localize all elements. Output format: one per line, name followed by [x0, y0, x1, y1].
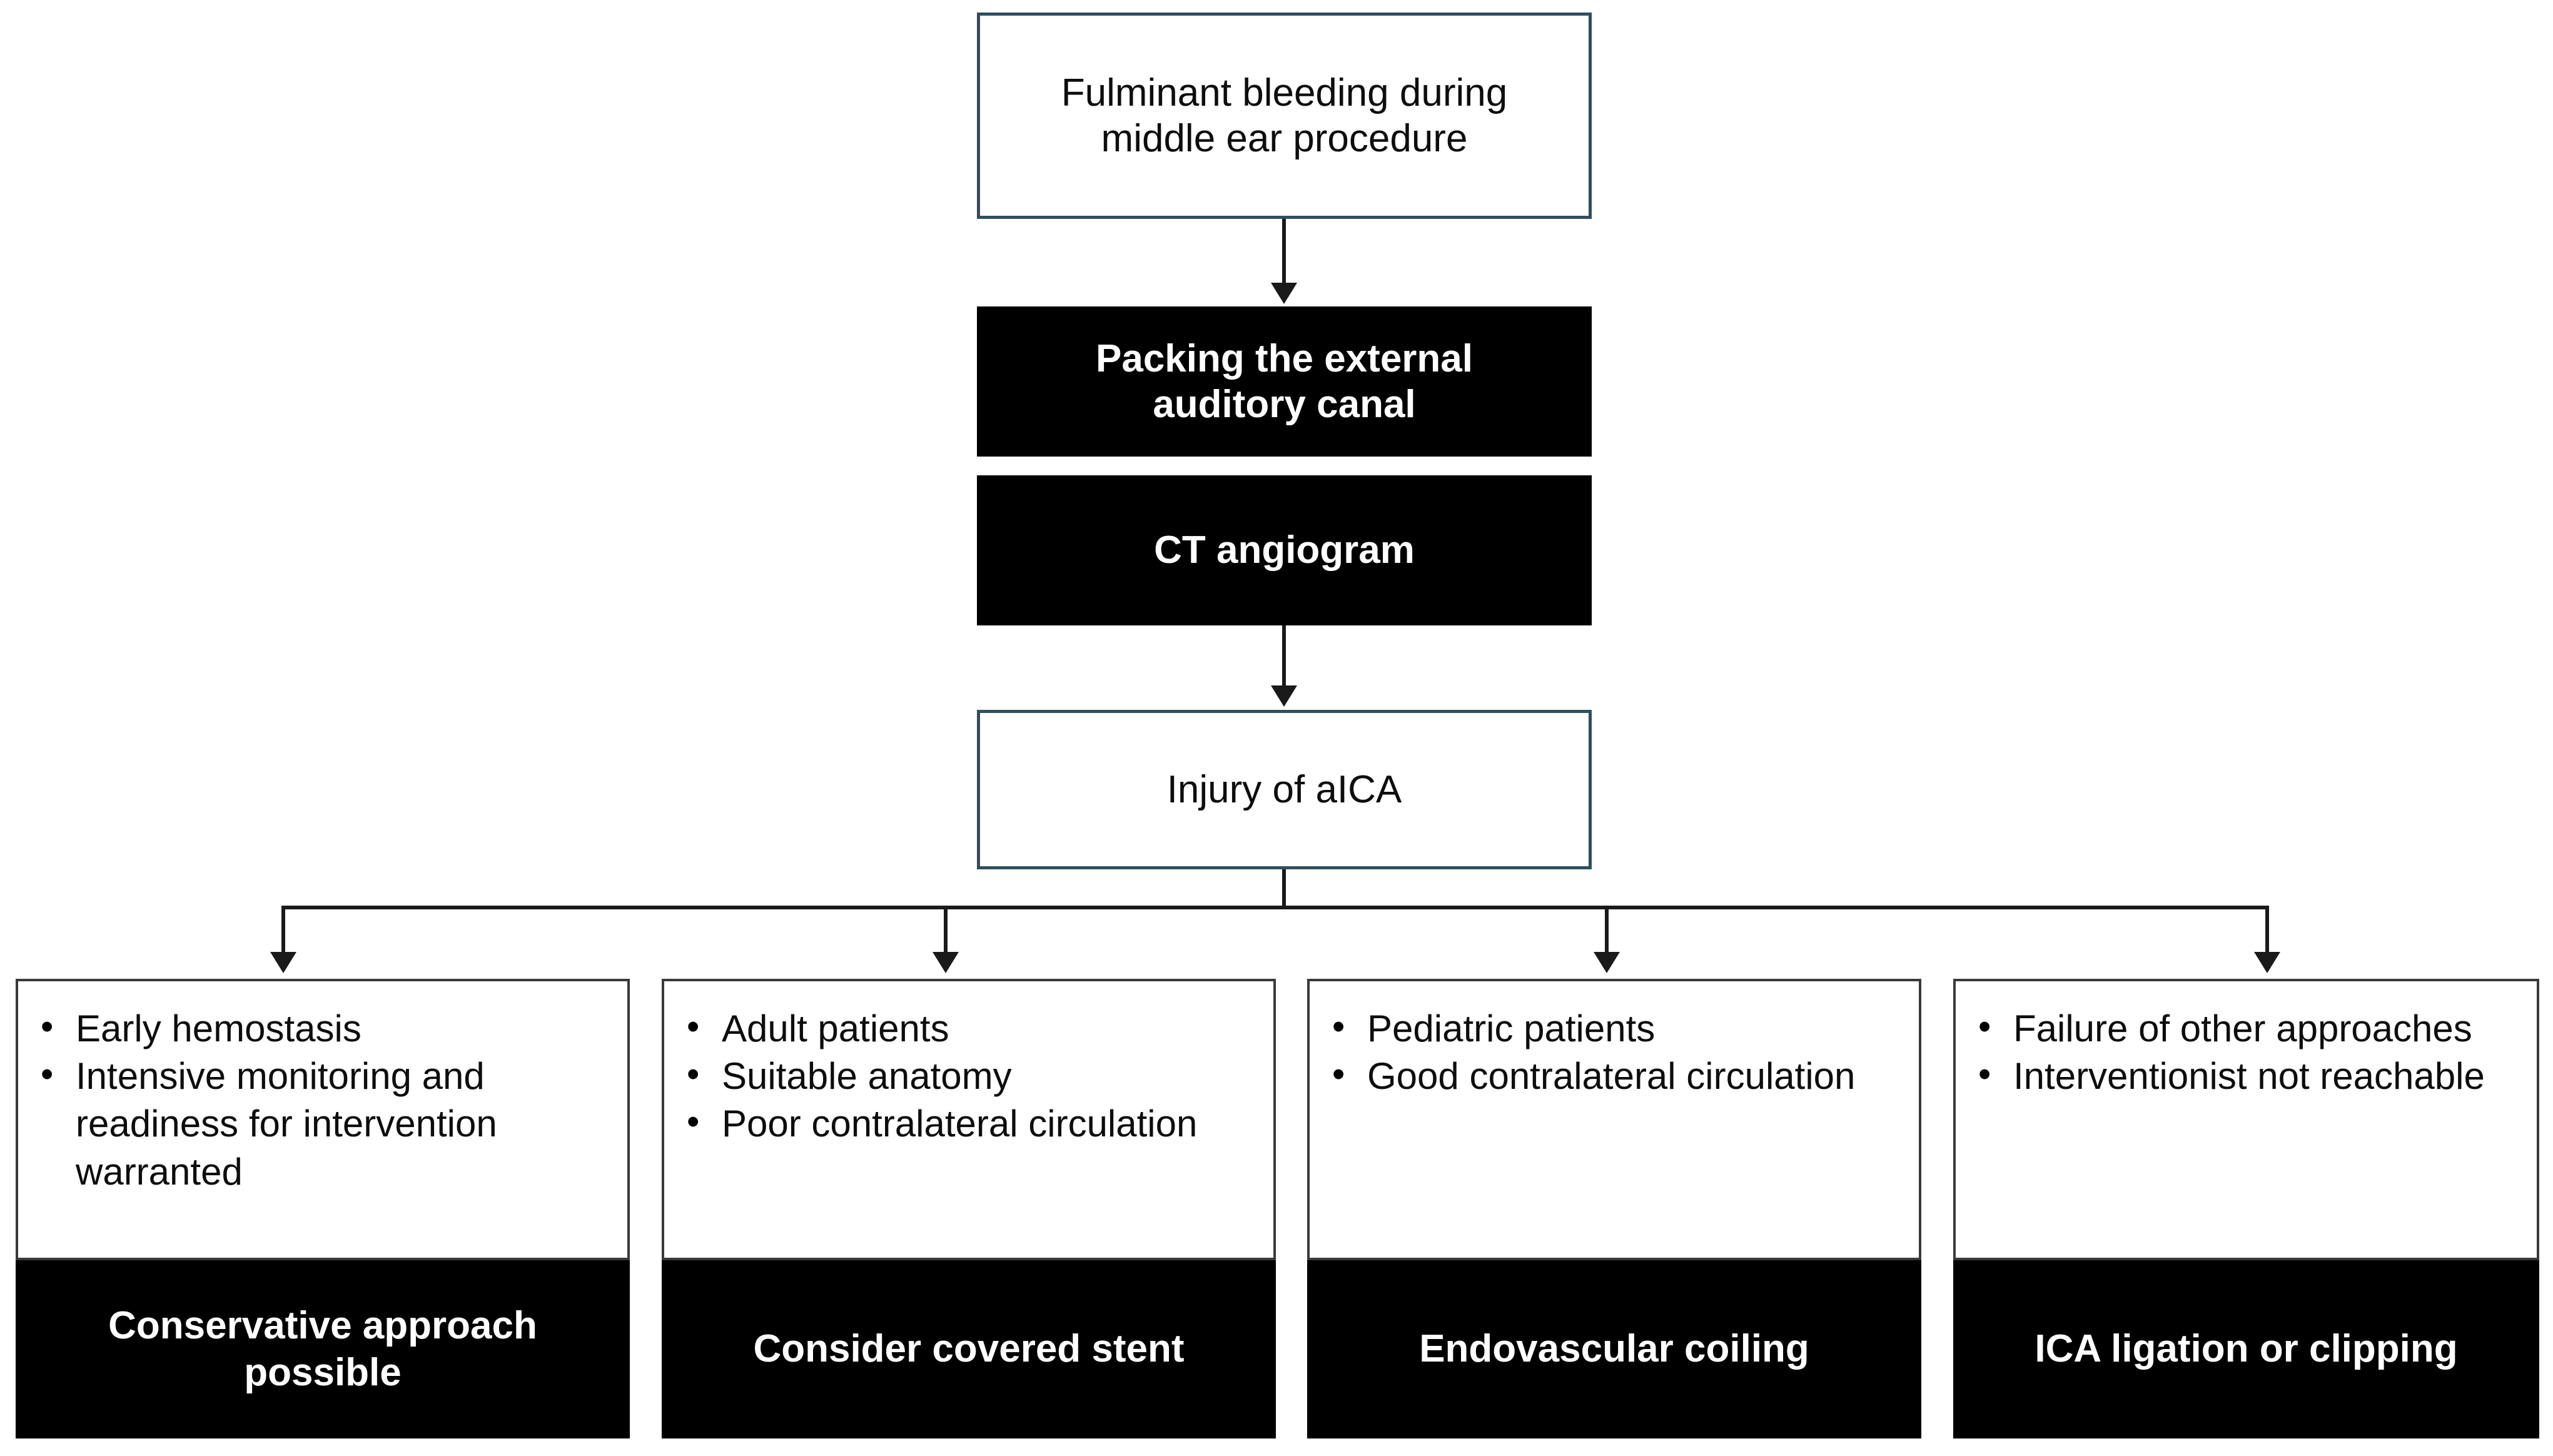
node-ct-angiogram: CT angiogram	[977, 475, 1592, 625]
node-fulminant-bleeding-label: Fulminant bleeding during middle ear pro…	[1061, 71, 1508, 160]
outcome-label: Endovascular coiling	[1419, 1327, 1809, 1371]
outcome-panel-4: ICA ligation or clipping	[1953, 1260, 2539, 1438]
node-packing-label: Packing the external auditory canal	[1095, 336, 1474, 426]
criteria-panel-1: Early hemostasis Intensive monitoring an…	[16, 979, 630, 1260]
criteria-item: Failure of other approaches	[1964, 1004, 2520, 1053]
outcome-label: ICA ligation or clipping	[2035, 1327, 2458, 1371]
outcome-panel-3: Endovascular coiling	[1307, 1260, 1921, 1438]
outcome-label: Consider covered stent	[753, 1327, 1185, 1371]
criteria-item: Pediatric patients	[1318, 1004, 1903, 1053]
connector-injury-stem	[1282, 869, 1286, 908]
criteria-panel-4: Failure of other approaches Intervention…	[1953, 979, 2539, 1260]
criteria-item: Good contralateral circulation	[1318, 1051, 1903, 1100]
criteria-item: Interventionist not reachable	[1964, 1051, 2520, 1100]
criteria-item: Adult patients	[673, 1004, 1257, 1053]
criteria-list-4: Failure of other approaches Intervention…	[1964, 1004, 2520, 1100]
node-ct-angiogram-label: CT angiogram	[1154, 528, 1415, 572]
connector-branch-bus	[281, 906, 2269, 909]
connector-title-to-packing	[1282, 219, 1286, 285]
arrowhead-ct-to-injury	[1271, 685, 1297, 707]
connector-branch-2	[944, 906, 948, 954]
criteria-panel-2: Adult patients Suitable anatomy Poor con…	[662, 979, 1276, 1260]
connector-branch-1	[281, 906, 285, 954]
outcome-panel-2: Consider covered stent	[662, 1260, 1276, 1438]
node-fulminant-bleeding: Fulminant bleeding during middle ear pro…	[977, 13, 1592, 219]
arrowhead-branch-4	[2254, 952, 2280, 973]
criteria-item: Poor contralateral circulation	[673, 1099, 1257, 1148]
criteria-list-2: Adult patients Suitable anatomy Poor con…	[673, 1004, 1257, 1148]
outcome-label: Conservative approach possible	[108, 1304, 537, 1394]
connector-ct-to-injury	[1282, 625, 1286, 688]
outcome-panel-1: Conservative approach possible	[16, 1260, 630, 1438]
connector-branch-4	[2265, 906, 2269, 954]
criteria-item: Intensive monitoring and readiness for i…	[27, 1051, 611, 1196]
arrowhead-branch-2	[933, 952, 959, 973]
node-injury-of-aica: Injury of aICA	[977, 710, 1592, 869]
criteria-list-1: Early hemostasis Intensive monitoring an…	[27, 1004, 611, 1196]
arrowhead-branch-1	[270, 952, 296, 973]
arrowhead-title-to-packing	[1271, 283, 1297, 304]
criteria-item: Early hemostasis	[27, 1004, 611, 1053]
node-packing-external-auditory-canal: Packing the external auditory canal	[977, 306, 1592, 457]
criteria-panel-3: Pediatric patients Good contralateral ci…	[1307, 979, 1921, 1260]
criteria-item: Suitable anatomy	[673, 1051, 1257, 1100]
connector-branch-3	[1605, 906, 1609, 954]
arrowhead-branch-3	[1594, 952, 1620, 973]
criteria-list-3: Pediatric patients Good contralateral ci…	[1318, 1004, 1903, 1100]
node-injury-of-aica-label: Injury of aICA	[1166, 767, 1402, 811]
